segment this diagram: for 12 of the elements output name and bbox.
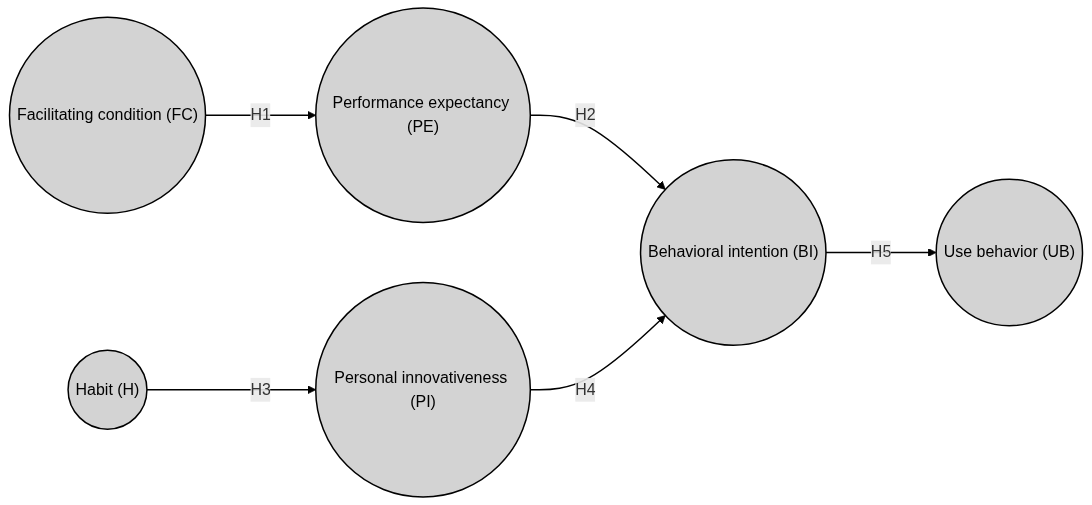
node-circle: Performance expectancy (PE) [315, 7, 532, 224]
edge-label: H1 [250, 106, 271, 124]
node-circle: Use behavior (UB) [935, 178, 1084, 327]
node-circle: Facilitating condition (FC) [8, 16, 207, 215]
node-circle: Habit (H) [67, 349, 148, 430]
edge-label: H5 [870, 243, 892, 261]
arrow [825, 248, 937, 257]
node-circle: Personal innovativeness (PI) [315, 281, 532, 498]
edge-label: H2 [575, 106, 596, 124]
edge-label: H3 [250, 380, 271, 398]
edge-label: H4 [575, 380, 596, 398]
node-circle: Behavioral intention (BI) [639, 159, 827, 346]
